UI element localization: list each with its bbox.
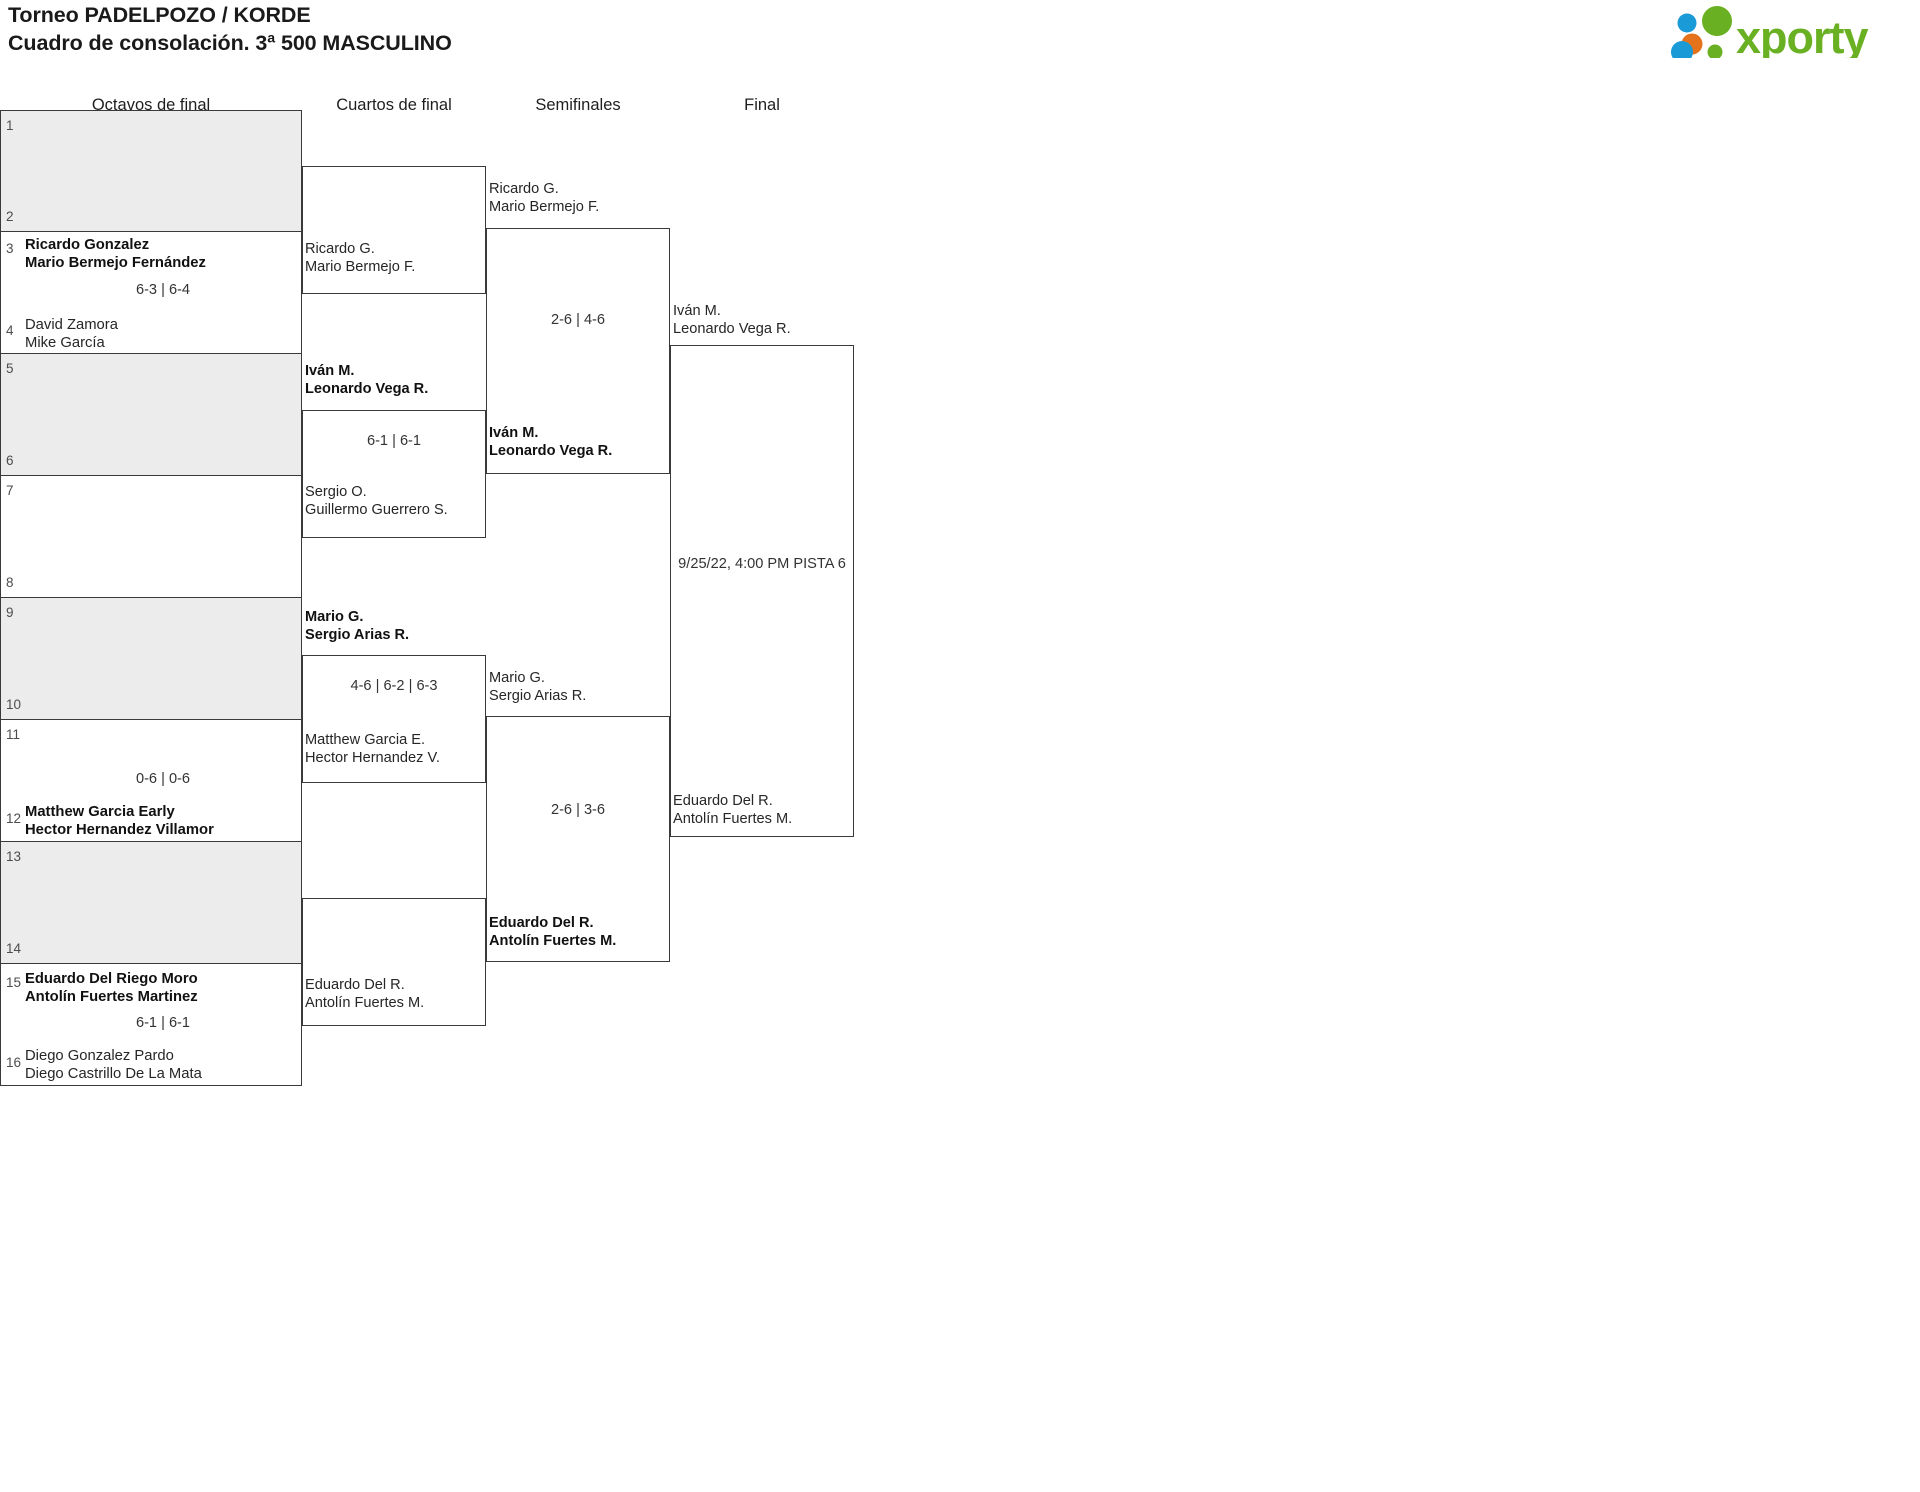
round-header-cuartos: Cuartos de final — [336, 96, 452, 114]
r1-slot-16[interactable]: 16 Diego Gonzalez Pardo Diego Castrillo … — [0, 1025, 302, 1086]
round-header-octavos: Octavos de final — [91, 96, 211, 114]
qf3-score: 4-6 | 6-2 | 6-3 — [350, 678, 438, 694]
sf1-bottom-line2: Leonardo Vega R. — [489, 443, 613, 459]
slot-number: 3 — [6, 241, 14, 256]
page-header: Torneo PADELPOZO / KORDE Cuadro de conso… — [0, 0, 1920, 72]
slot-number: 8 — [6, 574, 14, 590]
qf3-bottom-line1: Matthew Garcia E. — [305, 732, 426, 748]
qf1-connector[interactable] — [302, 166, 486, 294]
r1-slot-6[interactable]: 6 — [0, 415, 302, 476]
qf4-bottom-line2: Antolín Fuertes M. — [305, 995, 425, 1011]
final-connector[interactable] — [670, 345, 854, 837]
r1-score-3-4: 6-3 | 6-4 — [135, 282, 191, 298]
bracket-subtitle: Cuadro de consolación. 3ª 500 MASCULINO — [8, 30, 452, 55]
r1-team-line2: Hector Hernandez Villamor — [25, 822, 214, 838]
slot-number: 2 — [6, 208, 14, 224]
r1-slot-15[interactable]: 15 Eduardo Del Riego Moro Antolín Fuerte… — [0, 964, 302, 1025]
slot-number: 4 — [6, 322, 14, 338]
r1-slot-10[interactable]: 10 — [0, 659, 302, 720]
r1-team-line1: Matthew Garcia Early — [25, 804, 175, 820]
slot-number: 9 — [6, 605, 14, 620]
round-header-final: Final — [744, 96, 780, 114]
slot-number: 7 — [6, 483, 14, 498]
qf2-score: 6-1 | 6-1 — [366, 433, 422, 449]
logo-dot-blue-top — [1677, 13, 1697, 33]
slot-number: 15 — [6, 975, 22, 990]
r1-team-line1: David Zamora — [25, 317, 118, 333]
r1-slot-13[interactable]: 13 — [0, 842, 302, 903]
qf3-bottom-line2: Hector Hernandez V. — [305, 750, 440, 766]
r1-slot-11[interactable]: 11 — [0, 720, 302, 781]
sf2-bottom-line2: Antolín Fuertes M. — [489, 933, 617, 949]
r1-slot-12[interactable]: 12 Matthew Garcia Early Hector Hernandez… — [0, 781, 302, 842]
slot-number: 13 — [6, 849, 22, 864]
sf2-connector[interactable] — [486, 716, 670, 962]
sf2-score: 2-6 | 3-6 — [550, 802, 606, 818]
r1-slot-5[interactable]: 5 — [0, 354, 302, 415]
slot-number: 5 — [6, 361, 14, 376]
r1-score-11-12: 0-6 | 0-6 — [135, 771, 191, 787]
slot-number: 14 — [6, 940, 22, 956]
r1-team-line1: Eduardo Del Riego Moro — [25, 971, 198, 987]
r1-slot-7[interactable]: 7 — [0, 476, 302, 537]
final-bottom-line2: Antolín Fuertes M. — [673, 811, 793, 827]
qf2-connector[interactable] — [302, 410, 486, 538]
qf2-top-line2: Leonardo Vega R. — [305, 381, 429, 397]
r1-slot-2[interactable]: 2 — [0, 171, 302, 232]
sf1-bottom-line1: Iván M. — [489, 425, 539, 441]
slot-number: 12 — [6, 810, 22, 826]
r1-slot-9[interactable]: 9 — [0, 598, 302, 659]
sf2-top-line1: Mario G. — [489, 670, 545, 686]
sf1-connector[interactable] — [486, 228, 670, 474]
svg-text:xporty: xporty — [1736, 12, 1869, 58]
r1-slot-14[interactable]: 14 — [0, 903, 302, 964]
slot-number: 16 — [6, 1054, 22, 1070]
qf2-bottom-line1: Sergio O. — [305, 484, 367, 500]
sf1-top-line1: Ricardo G. — [489, 181, 559, 197]
final-bottom-line1: Eduardo Del R. — [673, 793, 773, 809]
qf4-bottom-line1: Eduardo Del R. — [305, 977, 405, 993]
r1-team-line1: Ricardo Gonzalez — [25, 237, 150, 253]
r1-team-line2: Mario Bermejo Fernández — [25, 255, 206, 271]
qf2-bottom-line2: Guillermo Guerrero S. — [305, 502, 448, 518]
logo-dot-blue-bottom — [1671, 41, 1693, 58]
qf3-top-line1: Mario G. — [305, 609, 364, 625]
sf2-bottom-line1: Eduardo Del R. — [489, 915, 594, 931]
qf4-connector[interactable] — [302, 898, 486, 1026]
r1-score-15-16: 6-1 | 6-1 — [135, 1015, 191, 1031]
qf1-top-line2: Mario Bermejo F. — [305, 259, 416, 275]
logo-wordmark: xporty — [1736, 12, 1870, 58]
slot-number: 11 — [6, 727, 21, 742]
slot-number: 1 — [6, 118, 14, 133]
qf2-top-line1: Iván M. — [305, 363, 355, 379]
xporty-logo: xporty — [1670, 6, 1902, 58]
r1-slot-1[interactable]: 1 — [0, 110, 302, 171]
logo-dot-green-small — [1707, 44, 1723, 58]
r1-team-line2: Mike García — [25, 335, 105, 351]
tournament-name: Torneo PADELPOZO / KORDE — [8, 3, 311, 27]
r1-team-line2: Diego Castrillo De La Mata — [25, 1066, 202, 1082]
slot-number: 6 — [6, 452, 14, 468]
page-title: Torneo PADELPOZO / KORDE Cuadro de conso… — [8, 2, 452, 58]
final-schedule: 9/25/22, 4:00 PM PISTA 6 — [678, 556, 846, 572]
qf1-top-line1: Ricardo G. — [305, 241, 375, 257]
sf1-top-line2: Mario Bermejo F. — [489, 199, 600, 215]
qf3-connector[interactable] — [302, 655, 486, 783]
r1-slot-4[interactable]: 4 David Zamora Mike García — [0, 293, 302, 354]
r1-team-line2: Antolín Fuertes Martinez — [25, 989, 198, 1005]
round-header-semifinales: Semifinales — [535, 96, 621, 114]
r1-team-line1: Diego Gonzalez Pardo — [25, 1048, 174, 1064]
logo-dot-green-large — [1702, 6, 1732, 36]
final-top-line1: Iván M. — [673, 303, 721, 319]
qf3-top-line2: Sergio Arias R. — [305, 627, 410, 643]
sf2-top-line2: Sergio Arias R. — [489, 688, 587, 704]
r1-slot-3[interactable]: 3 Ricardo Gonzalez Mario Bermejo Fernánd… — [0, 232, 302, 293]
sf1-score: 2-6 | 4-6 — [550, 312, 606, 328]
r1-slot-8[interactable]: 8 — [0, 537, 302, 598]
slot-number: 10 — [6, 696, 22, 712]
final-top-line2: Leonardo Vega R. — [673, 321, 791, 337]
